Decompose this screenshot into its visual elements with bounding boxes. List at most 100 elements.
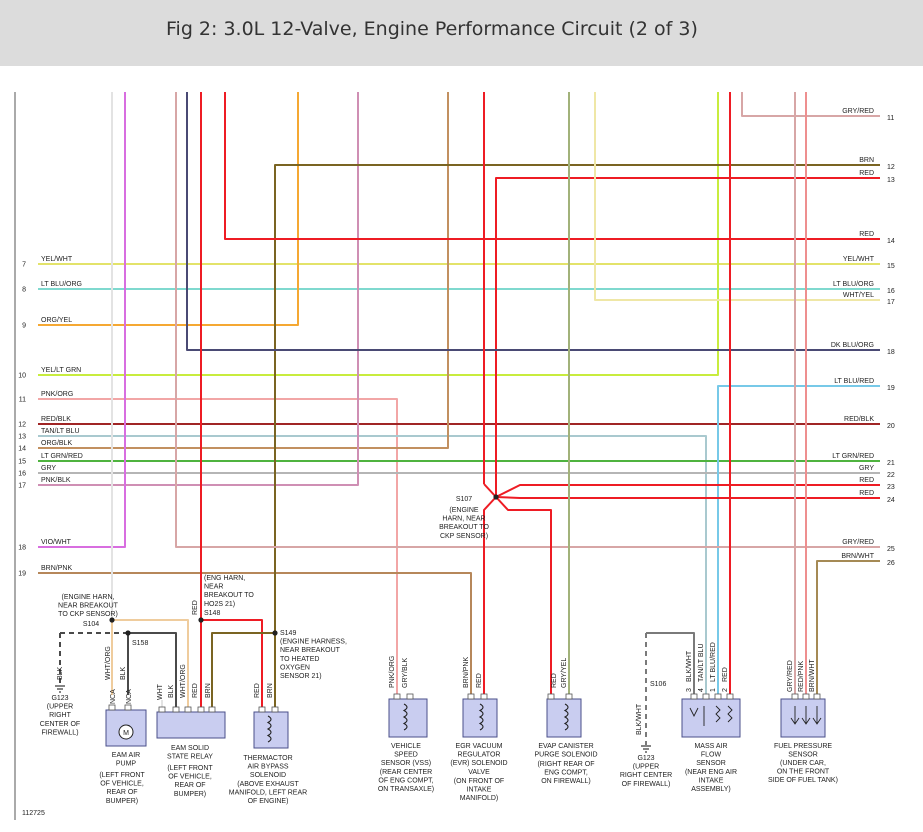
right-bus-number: 24 [887,497,895,504]
left-bus-label: PNK/ORG [41,391,73,398]
maf-name: SENSOR [696,760,726,767]
evap-coil [563,703,569,731]
wire-brn-relay [211,632,275,710]
evap-name: EVAP CANISTER [538,743,593,750]
wire-label: BRN [267,683,274,698]
right-bus-number: 20 [887,423,895,430]
maf-internal-symbol [689,705,733,726]
eam-relay-pin [172,706,180,713]
wire-org-yel [38,92,299,326]
wire-org-blk [38,92,449,449]
left-bus-number: 10 [18,373,26,380]
ground-g123-left-label: CENTER OF [40,721,80,728]
wire-brn-wht [816,560,880,695]
wire-label: BRN [205,683,212,698]
wire-red-23 [495,484,880,498]
maf-pin [690,693,698,700]
wire-red-24 [495,496,880,499]
eam-air-pump-location: OF VEHICLE, [100,781,144,788]
right-bus-number: 14 [887,238,895,245]
splice-s104-label: NEAR BREAKOUT [58,603,119,610]
splice-s149-label: (ENGINE HARNESS, [280,639,347,646]
wire-label: RED/PNK [798,661,805,692]
wire-label: BLK/WHT [636,703,643,735]
wire-label: TAN/LT BLU [698,643,705,682]
marks [55,494,826,753]
wire-label: PNK/ORG [389,656,396,688]
right-bus-number: 18 [887,349,895,356]
eam-relay-location: (LEFT FRONT [167,765,213,772]
maf-name: MASS AIR [694,743,727,750]
left-bus-number: 7 [22,262,26,269]
thermactor-pin [258,706,266,713]
eam-pump-pin [124,704,132,711]
motor-symbol [118,724,134,740]
left-bus-number: 11 [19,397,26,404]
pin-label: NCA [110,689,117,704]
figure-number: 112725 [22,810,45,817]
eam-relay-location: REAR OF [174,782,205,789]
maf-pin [714,693,722,700]
right-bus-label: RED [859,490,874,497]
vss-name: VEHICLE [391,743,421,750]
wire-pnk-org [38,398,398,695]
header-bar: Fig 2: 3.0L 12-Valve, Engine Performance… [0,0,923,66]
splice-s148 [198,617,204,623]
ground-g123-right-label: G123 [637,755,654,762]
splice-s106-label: S106 [650,681,666,688]
left-bus-number: 18 [18,545,26,552]
right-bus-number: 12 [887,164,895,171]
left-bus-number: 17 [18,483,26,490]
eam-relay-location: BUMPER) [174,791,206,798]
right-bus-label: GRY/RED [842,108,874,115]
evr-name: REGULATOR [458,752,501,759]
thermactor-name: AIR BYPASS [247,764,288,771]
eam-relay-name: EAM SOLID [171,745,209,752]
wire-label: BRN/PNK [463,657,470,688]
evr-pin [480,693,488,700]
left-bus-label: RED/BLK [41,416,71,423]
right-bus-number: 23 [887,484,895,491]
wire-blk-relay [128,632,177,710]
right-bus-number: 26 [887,560,895,567]
splice-s149-label: OXYGEN [280,664,310,671]
left-bus-number: 19 [18,571,26,578]
evr-location: INTAKE [467,787,492,794]
splice-s104-label: TO CKP SENSOR) [58,611,118,618]
right-bus-number: 21 [887,460,895,467]
wire-label: WHT/ORG [180,664,187,698]
right-bus-number: 13 [887,177,895,184]
wire-label: BRN/WHT [809,659,816,692]
right-bus-number: 17 [887,299,895,306]
splice-s158-label: S158 [132,640,148,647]
pin-label: 1 [710,688,717,692]
vss-location: OF ENG COMPT, [378,778,433,785]
fuel-pressure-pin [791,693,799,700]
right-bus-label: RED [859,477,874,484]
splice-s149-label: TO HEATED [280,656,319,663]
thermactor-location: MANIFOLD, LEFT REAR [229,790,307,797]
wire-wht-yel [594,92,880,301]
wire-lt-blu-red [717,385,880,695]
wire-red-13 [495,177,880,484]
left-bus-number: 13 [18,434,26,441]
fuel-pressure-name: SENSOR [788,752,818,759]
evap-name: PURGE SOLENOID [534,752,597,759]
wire-label: RED [551,673,558,688]
ground-g123-left-label: FIREWALL) [41,729,78,736]
wire-pnk-blk [38,92,359,486]
right-bus-label: LT BLU/RED [834,378,874,385]
fuel-pressure-location: SIDE OF FUEL TANK) [768,777,838,784]
motor-label: M [123,730,129,737]
right-bus-number: 15 [887,263,895,270]
pin-label: 2 [722,688,729,692]
fuel-pressure-location: (UNDER CAR, [780,760,826,767]
wire-gry-red [741,92,880,117]
thermactor-name: THERMACTOR [243,755,292,762]
maf-pin [702,693,710,700]
splice-s149-label: SENSOR 21) [280,673,322,680]
left-bus-label: ORG/YEL [41,317,72,324]
eam-relay-pin [197,706,205,713]
wire-label: LT BLU/RED [710,642,717,682]
